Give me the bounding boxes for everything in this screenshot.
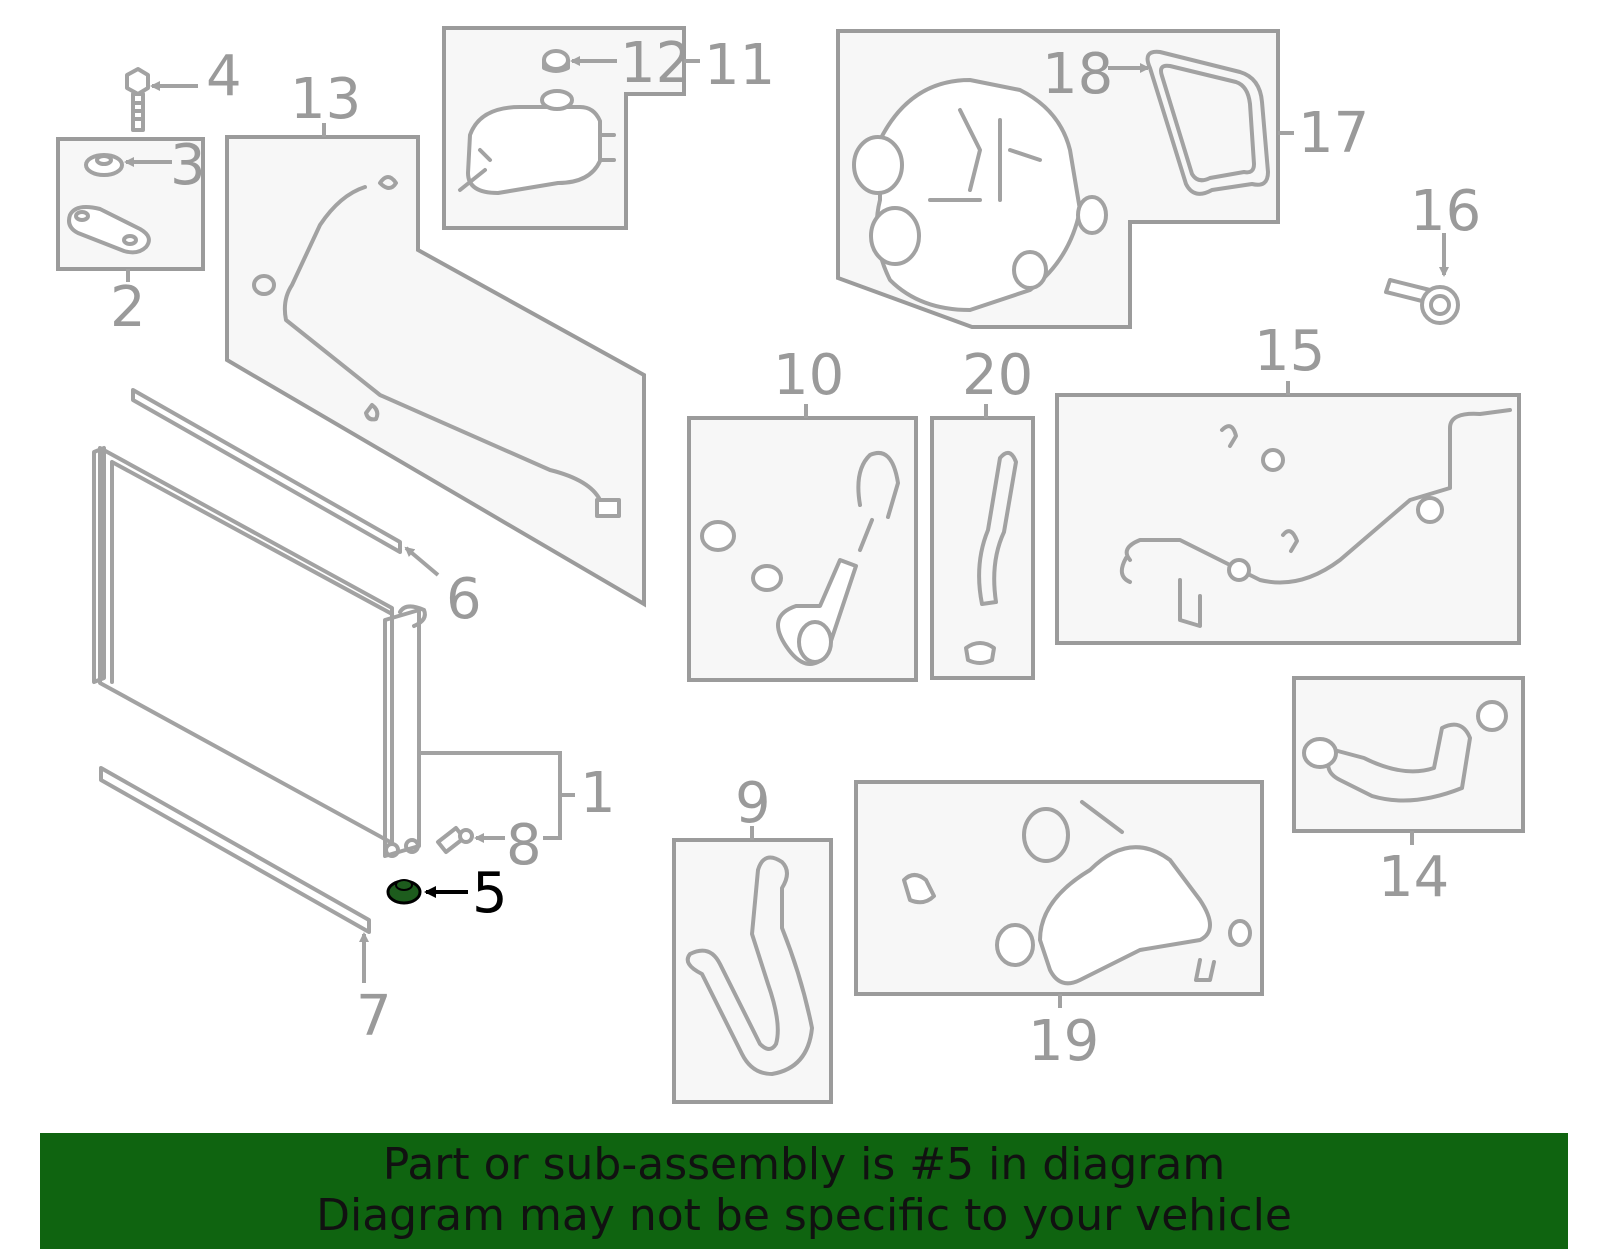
lower-seal-part-7	[99, 766, 371, 934]
callout-9: 9	[735, 771, 771, 836]
callout-12: 12	[620, 31, 691, 96]
banner-line-1: Part or sub-assembly is #5 in diagram	[382, 1139, 1226, 1190]
bracket-part-2	[67, 205, 151, 255]
callout-10: 10	[773, 343, 844, 408]
callout-13: 13	[290, 67, 361, 132]
grommet-part-3	[84, 153, 124, 177]
hose-part-9	[685, 855, 814, 1076]
pipe-part-15	[1119, 408, 1512, 628]
hose-part-14	[1302, 700, 1508, 803]
water-outlet-part-19	[902, 800, 1252, 986]
drain-plug-part-8	[436, 826, 474, 854]
hose-part-10	[700, 451, 900, 666]
callout-18: 18	[1042, 42, 1113, 107]
reservoir-part-11	[458, 89, 616, 195]
radiator-part-1	[92, 446, 427, 858]
callout-16: 16	[1410, 179, 1481, 244]
callout-3: 3	[170, 133, 206, 198]
callout-15: 15	[1254, 319, 1325, 384]
callout-19: 19	[1028, 1009, 1099, 1074]
box-part-13	[225, 135, 646, 608]
leader-6	[404, 546, 440, 577]
callout-1: 1	[580, 761, 616, 826]
callout-5: 5	[472, 861, 508, 926]
callout-4: 4	[206, 44, 242, 109]
bolt-part-16	[1384, 278, 1460, 325]
callout-17: 17	[1298, 101, 1369, 166]
cap-part-12	[542, 49, 570, 73]
gasket-part-18	[1145, 49, 1270, 196]
bolt-part-4	[125, 67, 150, 132]
callout-2: 2	[110, 275, 146, 340]
info-banner: Part or sub-assembly is #5 in diagram Di…	[40, 1133, 1568, 1249]
callout-11: 11	[704, 33, 775, 98]
callout-8: 8	[506, 813, 542, 878]
banner-line-2: Diagram may not be specific to your vehi…	[316, 1190, 1292, 1241]
callout-6: 6	[446, 567, 482, 632]
callout-7: 7	[356, 984, 392, 1049]
callout-14: 14	[1378, 845, 1449, 910]
thermostat-housing-part-17	[852, 78, 1108, 312]
drain-cap-part-5	[386, 879, 422, 905]
overflow-hose-part-13	[252, 175, 621, 518]
upper-seal-part-6	[131, 388, 402, 554]
callout-20: 20	[962, 343, 1033, 408]
hose-part-20	[964, 450, 1018, 665]
box-part-15	[1055, 393, 1521, 645]
